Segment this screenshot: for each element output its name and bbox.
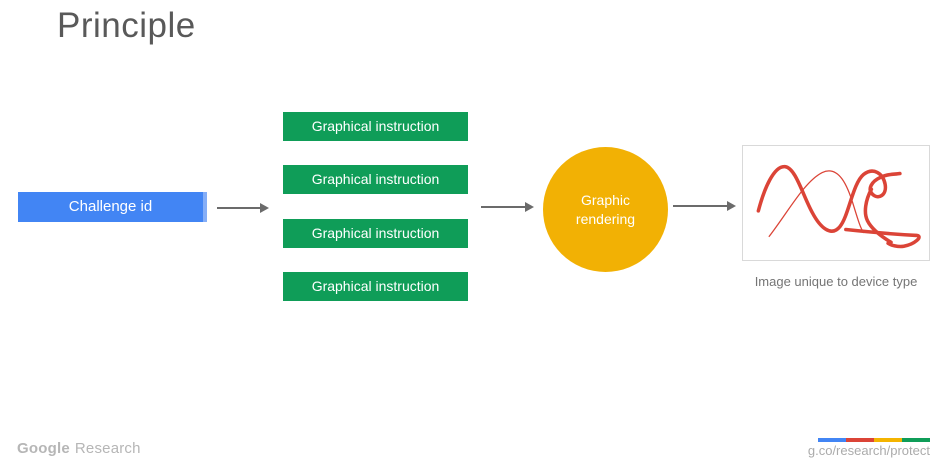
brand-research: Research [74, 440, 141, 457]
output-image-caption: Image unique to device type [754, 274, 918, 289]
graphical-instruction-label: Graphical instruction [311, 225, 440, 241]
graphical-instruction-label: Graphical instruction [311, 171, 440, 187]
brand-bar-blue [818, 438, 846, 442]
brand-bar-red [846, 438, 874, 442]
arrow-right-icon [217, 207, 260, 209]
brand-bar [818, 438, 930, 442]
slide-title: Principle [57, 6, 196, 45]
graphical-instruction-label: Graphical instruction [311, 118, 440, 134]
scribble-image [756, 164, 921, 249]
graphical-instruction-box: Graphical instruction [283, 272, 468, 301]
footer-link: g.co/research/protect [807, 443, 930, 458]
graphical-instruction-box: Graphical instruction [283, 112, 468, 141]
brand-bar-yellow [874, 438, 902, 442]
graphic-rendering-label-line1: Graphic [580, 191, 631, 208]
arrow-right-icon [673, 205, 727, 207]
brand-google: Google [17, 440, 70, 457]
challenge-id-box: Challenge id [18, 192, 207, 222]
graphical-instruction-box: Graphical instruction [283, 219, 468, 248]
graphical-instruction-box: Graphical instruction [283, 165, 468, 194]
graphic-rendering-circle: Graphic rendering [543, 147, 668, 272]
challenge-id-label: Challenge id [68, 198, 153, 215]
arrow-right-icon [481, 206, 525, 208]
graphical-instruction-label: Graphical instruction [311, 278, 440, 294]
output-image-frame [742, 145, 930, 261]
graphic-rendering-label-line2: rendering [575, 210, 636, 227]
brand-bar-green [902, 438, 930, 442]
